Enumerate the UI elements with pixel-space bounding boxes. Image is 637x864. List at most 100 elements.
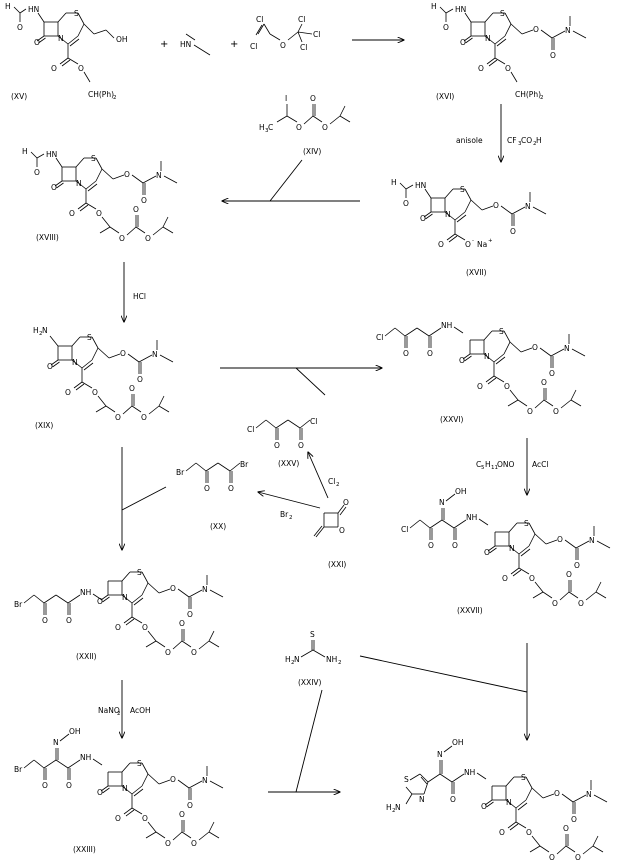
atom-o: O [443,23,449,32]
reagent-hcl: HCl [133,292,146,301]
atom-h2n: H [386,803,392,812]
atom-o: O [322,123,328,132]
atom-o: O [484,548,490,557]
atom-n: N [294,655,300,664]
atom-o: O [179,810,185,819]
atom-o: O [452,541,458,550]
atom-o: O [529,574,535,583]
atom-o: O [343,498,349,507]
atom-o-minus: O [465,240,471,249]
atom-o: O [34,38,40,47]
atom-s: S [404,775,409,784]
atom-n: N [395,803,401,812]
atom-o: O [533,25,539,34]
atom-h: H [5,2,11,11]
compound-xvii: N S O HN H O O O N O O - Na + [391,178,547,249]
atom-o: O [549,853,555,862]
atom-o: O [165,839,171,848]
compound-xxii: Br O O NH N S O O O N O O [14,568,224,657]
atom-n: N [445,210,451,219]
reagent-connector [295,367,326,396]
reagent-connector [359,655,528,693]
label-xxiv: (XXIV) [298,678,322,687]
atom-o: O [575,853,581,862]
atom-hn: HN [28,5,39,14]
atom-o: O [133,205,139,214]
svg-text:ONO: ONO [497,460,515,469]
atom-o: O [119,234,125,243]
svg-text:H: H [536,136,542,145]
atom-o: O [438,240,444,249]
charge-plus: + [488,238,493,244]
atom-o: O [554,789,560,798]
atom-o: O [296,123,302,132]
atom-cl: Cl [401,525,408,534]
plus-sign: + [230,39,238,50]
svg-text:CO: CO [521,136,532,145]
atom-o: O [204,484,210,493]
svg-text:2: 2 [533,141,537,147]
atom-o: O [170,775,176,784]
svg-text:3: 3 [518,141,522,147]
atom-s: S [87,333,92,342]
atom-o: O [92,388,98,397]
svg-text:CF: CF [507,136,517,145]
atom-o: O [191,648,197,657]
atom-o: O [170,584,176,593]
svg-text:C: C [476,460,481,469]
subscript: 3 [265,128,269,134]
subscript: 2 [540,95,544,101]
atom-o: O [187,801,193,810]
atom-n: N [122,593,128,602]
atom-n: N [509,544,515,553]
atom-c: C [268,123,273,132]
subscript: 2 [392,808,396,814]
atom-cl: Cl [313,30,320,39]
atom-o: O [310,94,316,103]
atom-oh: OH [455,487,467,496]
atom-n: N [72,358,78,367]
atom-o: O [97,597,103,606]
atom-s: S [499,327,504,336]
compound-xxiii: Br O N OH O NH N S O O O N [14,727,224,848]
atom-n: N [152,350,158,359]
atom-o: O [502,574,508,583]
atom-o: O [550,51,556,60]
atom-hn: HN [415,181,426,190]
atom-o: O [141,196,147,205]
atom-o: O [51,64,57,73]
atom-n: N [506,798,512,807]
atom-o: O [145,234,151,243]
reagent-chlorine: Cl 2 [328,477,340,488]
svg-text:Cl: Cl [328,477,335,486]
svg-text:Br: Br [280,510,289,519]
label-xxi: (XXI) [328,560,346,569]
label-xxvi: (XXVI) [440,415,464,424]
atom-o: O [563,824,569,833]
arrow [308,452,329,499]
reagent-acetyl-chloride: AcCl [532,460,548,469]
reagent-bromine: Br 2 [280,510,293,521]
label-xv: (XV) [11,92,27,101]
atom-hn: HN [455,5,466,14]
atom-o: O [420,214,426,223]
compound-xx: Br O O Br [176,460,249,493]
atom-na: Na [477,240,487,249]
atom-o: O [493,201,499,210]
atom-h3c: H [259,123,265,132]
atom-o: O [142,623,148,632]
atom-n: N [419,795,425,804]
atom-o: O [403,199,409,208]
atom-o: O [165,648,171,657]
reagent-acetic-acid: AcOH [130,706,151,715]
svg-text:H: H [485,460,491,469]
atom-o: O [42,616,48,625]
compound-xviii: N S O HN H O O O N O O O O O [22,147,178,243]
atom-h2n: H [33,326,39,335]
atom-n: N [565,26,571,35]
atom-o: O [187,610,193,619]
atom-h: H [391,178,397,187]
atom-o: O [142,814,148,823]
atom-ch: CH(Ph) [88,90,114,99]
atom-o: O [541,378,547,387]
